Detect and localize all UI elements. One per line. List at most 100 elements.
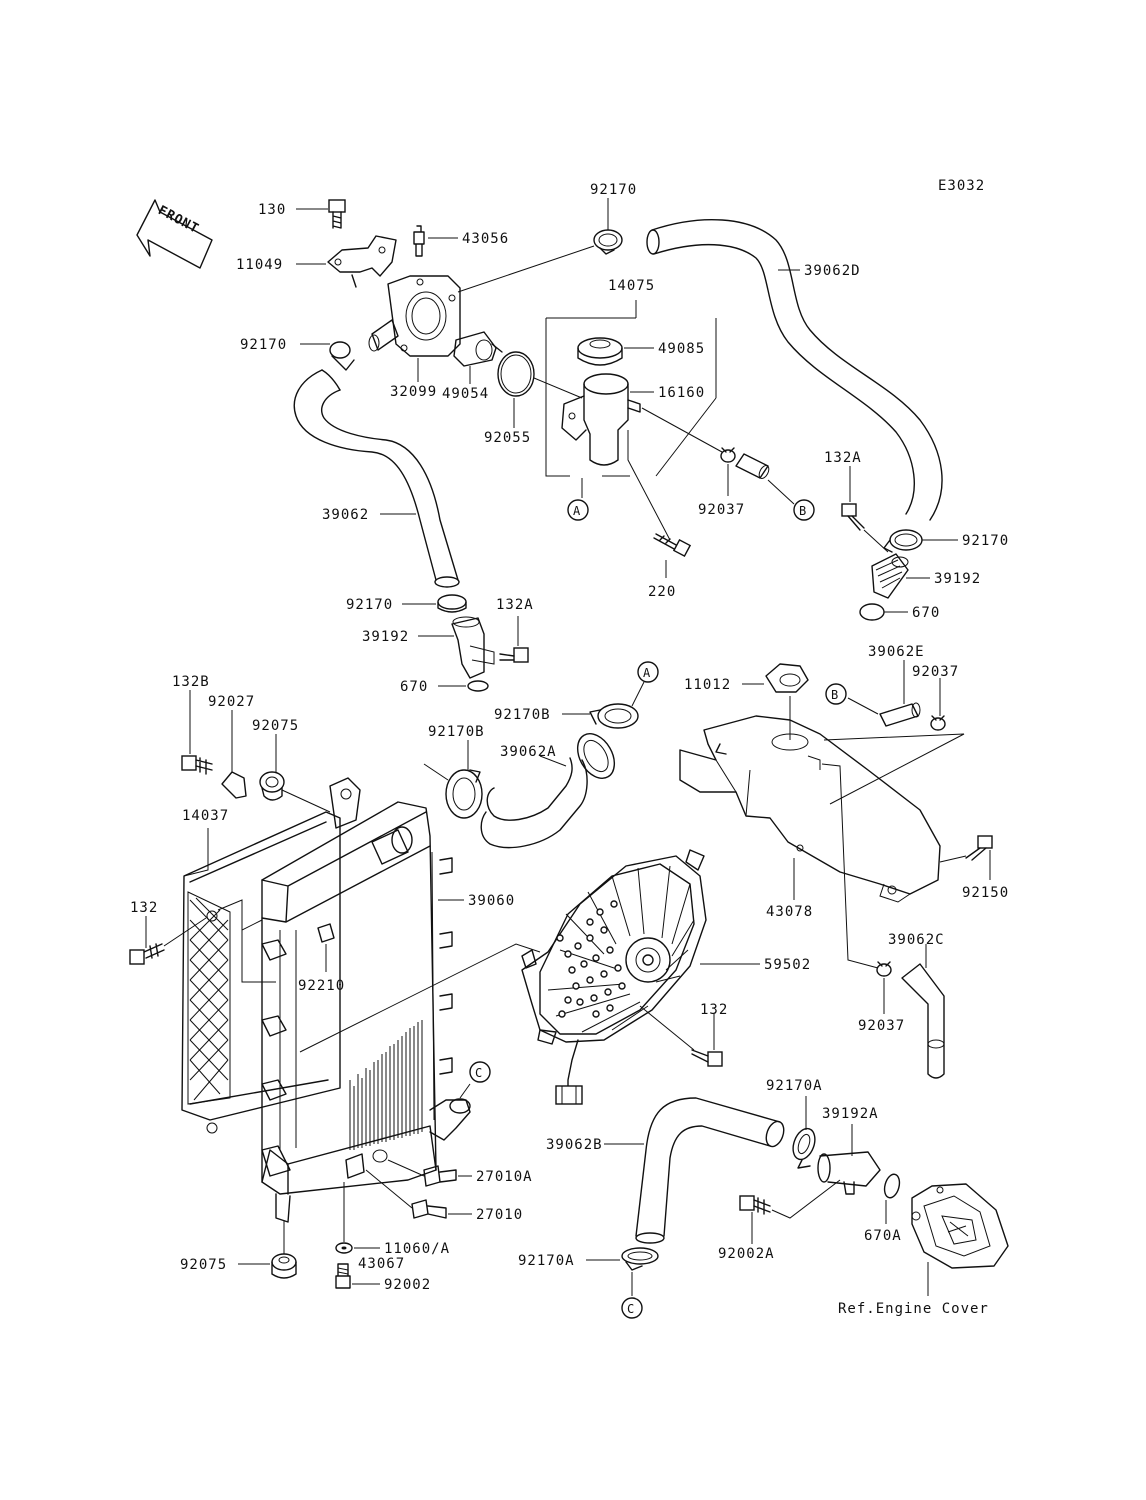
- label-39062E: 39062E: [868, 644, 925, 660]
- clamp-92170-top: [593, 229, 623, 255]
- clamp-92037-mid: [930, 715, 946, 731]
- collar-92027: [221, 771, 247, 799]
- label-14075: 14075: [608, 278, 655, 294]
- label-39192A: 39192A: [822, 1106, 879, 1122]
- label-39062: 39062: [322, 507, 369, 523]
- label-92075-bottom: 92075: [180, 1257, 227, 1273]
- sensor-27010A: [423, 1165, 457, 1187]
- callout-a-mid: A: [637, 661, 659, 683]
- label-49054: 49054: [442, 386, 489, 402]
- label-92150: 92150: [962, 885, 1009, 901]
- label-32099: 32099: [390, 384, 437, 400]
- label-16160: 16160: [658, 385, 705, 401]
- label-92170A-a: 92170A: [766, 1078, 823, 1094]
- label-39062C: 39062C: [888, 932, 945, 948]
- bolt-132B: [181, 755, 213, 775]
- clamp-92037-bottom: [876, 961, 892, 977]
- part-labels: 130 11049 43056 92170 39062D 14075 49085…: [130, 182, 1009, 1317]
- label-39192-right: 39192: [934, 571, 981, 587]
- label-11049: 11049: [236, 257, 283, 273]
- label-11012: 11012: [684, 677, 731, 693]
- front-arrow-icon: FRONT: [136, 199, 213, 269]
- label-39062A: 39062A: [500, 744, 557, 760]
- bolt-92002: [335, 1263, 351, 1289]
- label-92055: 92055: [484, 430, 531, 446]
- callout-b-mid: B: [825, 683, 847, 705]
- label-92075-top: 92075: [252, 718, 299, 734]
- callout-c-mid: C: [469, 1061, 491, 1083]
- bolt-220: [653, 533, 692, 558]
- reservoir-tank-43078: [679, 715, 941, 903]
- label-92037-bottom: 92037: [858, 1018, 905, 1034]
- callout-b-top: B: [793, 499, 815, 521]
- svg-text:C: C: [627, 1302, 635, 1316]
- hose-39062E: [879, 702, 921, 727]
- front-label: FRONT: [155, 203, 201, 237]
- bolt-132A-mid: [499, 647, 529, 663]
- label-220: 220: [648, 584, 676, 600]
- label-92170A-b: 92170A: [518, 1253, 575, 1269]
- o-ring-670-mid: [467, 680, 489, 692]
- fitting-39192-right: [871, 553, 909, 599]
- engine-cover-ref: [911, 1183, 1009, 1269]
- radiator-guard-14037: [181, 811, 341, 1134]
- clamp-92170B-b: [445, 769, 483, 819]
- hose-piece-b: [735, 453, 770, 479]
- ref-engine-cover-note: Ref.Engine Cover: [838, 1301, 989, 1317]
- label-43078: 43078: [766, 904, 813, 920]
- label-670-right: 670: [912, 605, 940, 621]
- label-132-fan: 132: [700, 1002, 728, 1018]
- clamp-92170A-a: [792, 1127, 816, 1169]
- svg-text:A: A: [643, 666, 651, 680]
- hose-39062: [293, 369, 460, 588]
- washer-11060A: [335, 1242, 353, 1254]
- label-92170B-a: 92170B: [494, 707, 551, 723]
- svg-text:B: B: [831, 688, 839, 702]
- svg-text:A: A: [573, 504, 581, 518]
- o-ring-92055: [497, 351, 535, 397]
- label-92170-mid: 92170: [346, 597, 393, 613]
- label-11060A: 11060/A: [384, 1241, 450, 1257]
- cap-49085: [577, 337, 623, 366]
- bolt-92002A: [739, 1195, 771, 1215]
- grommet-92075-bottom: [271, 1253, 297, 1279]
- fitting-39192-mid: [451, 616, 495, 679]
- clamp-92170-left: [329, 341, 355, 371]
- filler-neck-16160: [561, 373, 641, 466]
- label-92170-right: 92170: [962, 533, 1009, 549]
- label-670A: 670A: [864, 1228, 902, 1244]
- o-ring-670A: [883, 1173, 901, 1199]
- label-39062D: 39062D: [804, 263, 861, 279]
- clamp-92170A-b: [621, 1247, 659, 1271]
- svg-text:C: C: [475, 1066, 483, 1080]
- label-92170B-b: 92170B: [428, 724, 485, 740]
- label-39060: 39060: [468, 893, 515, 909]
- hose-39062A: [480, 733, 616, 849]
- label-130: 130: [258, 202, 286, 218]
- clamp-92170-mid: [437, 594, 467, 613]
- label-92037-mid: 92037: [912, 664, 959, 680]
- label-39062B: 39062B: [546, 1137, 603, 1153]
- callout-a-top: A: [567, 499, 589, 521]
- bolt-132-left: [129, 943, 165, 965]
- label-27010A: 27010A: [476, 1169, 533, 1185]
- label-43067: 43067: [358, 1256, 405, 1272]
- sensor-43056: [413, 225, 425, 257]
- label-92002A: 92002A: [718, 1246, 775, 1262]
- label-132A-mid: 132A: [496, 597, 534, 613]
- label-670-mid: 670: [400, 679, 428, 695]
- bolt-92150: [965, 835, 993, 861]
- label-92210: 92210: [298, 978, 345, 994]
- label-132B: 132B: [172, 674, 210, 690]
- bolt-130: [328, 199, 346, 229]
- label-132-left: 132: [130, 900, 158, 916]
- label-92027: 92027: [208, 694, 255, 710]
- grommet-92075-top: [259, 771, 285, 801]
- sensor-27010: [411, 1199, 447, 1219]
- label-92002: 92002: [384, 1277, 431, 1293]
- label-132A-right: 132A: [824, 450, 862, 466]
- label-59502: 59502: [764, 957, 811, 973]
- fan-assembly-59502: [521, 849, 707, 1105]
- hose-39062C: [901, 963, 945, 1079]
